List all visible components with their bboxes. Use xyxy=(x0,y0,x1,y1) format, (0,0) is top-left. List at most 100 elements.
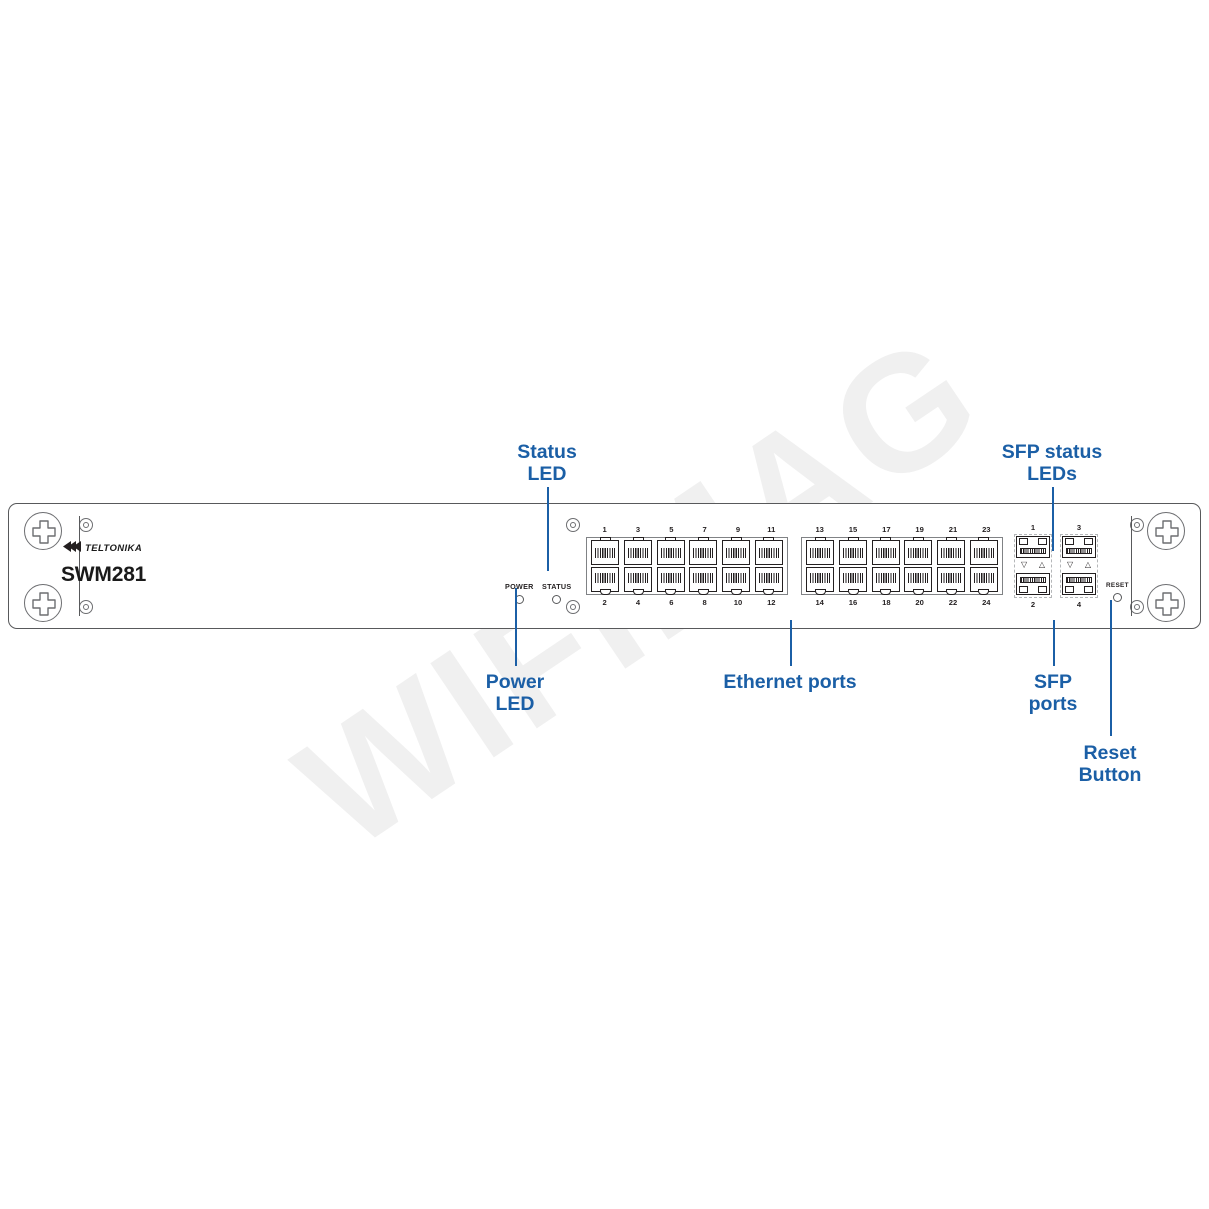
ethernet-port[interactable] xyxy=(689,537,718,565)
sfp-led-down-icon: ▽ xyxy=(1067,560,1074,569)
callout-sfp-ports: SFP ports xyxy=(1028,671,1078,716)
sfp-latch-icon xyxy=(1084,538,1093,545)
ethernet-port-number: 6 xyxy=(669,598,674,607)
ethernet-port-number: 20 xyxy=(915,598,924,607)
rack-screw-icon xyxy=(24,584,62,622)
sfp-latch-icon xyxy=(1065,586,1074,593)
ethernet-port-pair[interactable] xyxy=(837,537,870,595)
status-led-label: STATUS xyxy=(542,582,572,591)
leader-status-led xyxy=(547,487,550,571)
reset-label: RESET xyxy=(1106,582,1129,589)
ethernet-port-number: 15 xyxy=(848,525,858,534)
ethernet-port-pair[interactable] xyxy=(687,537,720,595)
ethernet-port-number: 4 xyxy=(635,598,641,607)
ethernet-port-block[interactable] xyxy=(586,537,788,595)
sfp-cage[interactable] xyxy=(1062,573,1096,595)
ethernet-port-number: 18 xyxy=(882,598,891,607)
leader-ethernet-ports xyxy=(790,620,793,666)
ethernet-port[interactable] xyxy=(656,567,685,595)
callout-ethernet-ports: Ethernet ports xyxy=(723,671,857,693)
reset-pinhole[interactable] xyxy=(1112,593,1122,602)
sfp-port-pair[interactable]: ▽ △ xyxy=(1014,534,1052,598)
ethernet-port-number: 8 xyxy=(702,598,707,607)
sfp-slot xyxy=(1066,548,1092,554)
sfp-slot xyxy=(1020,577,1046,583)
ethernet-port[interactable] xyxy=(722,567,751,595)
brand-block: TELTONIKA SWM281 xyxy=(61,539,261,587)
teltonika-logo-icon xyxy=(61,539,83,557)
panel-fastener-icon xyxy=(566,518,580,532)
sfp-latch-icon xyxy=(1038,586,1047,593)
sfp-port-block[interactable]: ▽ △ ▽ △ 1 xyxy=(1014,523,1102,609)
ethernet-port[interactable] xyxy=(839,537,867,565)
ethernet-port[interactable] xyxy=(904,567,933,595)
ethernet-port[interactable] xyxy=(722,537,751,565)
leader-power-led xyxy=(515,588,518,666)
sfp-led-down-icon: ▽ xyxy=(1021,560,1028,569)
sfp-slot xyxy=(1066,577,1092,583)
ethernet-port[interactable] xyxy=(754,537,783,565)
leader-sfp-ports xyxy=(1053,620,1056,666)
ethernet-port[interactable] xyxy=(839,567,867,595)
ethernet-port[interactable] xyxy=(806,567,835,595)
ethernet-port-number: 2 xyxy=(602,598,607,607)
ethernet-port[interactable] xyxy=(937,567,966,595)
leader-reset-button xyxy=(1110,600,1113,736)
ethernet-port[interactable] xyxy=(624,567,652,595)
sfp-port-number: 4 xyxy=(1076,600,1082,609)
reset-button[interactable]: RESET xyxy=(1106,582,1129,602)
ethernet-port-number: 21 xyxy=(948,525,958,534)
ethernet-port-number: 10 xyxy=(733,598,743,607)
panel-fastener-icon xyxy=(566,600,580,614)
ethernet-port[interactable] xyxy=(591,567,620,595)
ethernet-port-pair[interactable] xyxy=(589,537,622,595)
ethernet-port[interactable] xyxy=(871,567,900,595)
ethernet-port-block[interactable] xyxy=(801,537,1003,595)
ethernet-port-number: 3 xyxy=(635,525,641,534)
sfp-status-led-row: ▽ △ xyxy=(1061,558,1097,572)
ethernet-port-number: 5 xyxy=(669,525,674,534)
ethernet-port[interactable] xyxy=(969,567,998,595)
ethernet-port-number: 7 xyxy=(702,525,707,534)
ethernet-port-pair[interactable] xyxy=(752,537,785,595)
ethernet-port-pair[interactable] xyxy=(967,537,1000,595)
ethernet-port[interactable] xyxy=(969,537,998,565)
switch-front-panel: TELTONIKA SWM281 POWER STATUS ▽ △ xyxy=(8,503,1201,629)
sfp-cage[interactable] xyxy=(1016,536,1050,558)
ethernet-port[interactable] xyxy=(624,537,652,565)
ethernet-port-pair[interactable] xyxy=(804,537,837,595)
sfp-latch-icon xyxy=(1038,538,1047,545)
rack-screw-icon xyxy=(1147,584,1185,622)
ethernet-port-number: 12 xyxy=(767,598,776,607)
ethernet-port[interactable] xyxy=(806,537,835,565)
ethernet-port-pair[interactable] xyxy=(622,537,655,595)
ethernet-port-pair[interactable] xyxy=(654,537,687,595)
ethernet-port-pair[interactable] xyxy=(902,537,935,595)
sfp-latch-icon xyxy=(1065,538,1074,545)
sfp-latch-icon xyxy=(1019,538,1028,545)
callout-sfp-status-leds: SFP status LEDs xyxy=(1001,441,1103,486)
sfp-port-number: 1 xyxy=(1030,523,1036,532)
ethernet-port-number: 16 xyxy=(848,598,858,607)
ethernet-port[interactable] xyxy=(656,537,685,565)
panel-fastener-icon xyxy=(1130,518,1144,532)
sfp-latch-icon xyxy=(1084,586,1093,593)
sfp-port-pair[interactable]: ▽ △ xyxy=(1060,534,1098,598)
sfp-port-number: 3 xyxy=(1076,523,1082,532)
ethernet-port[interactable] xyxy=(754,567,783,595)
ethernet-port-number: 1 xyxy=(602,525,607,534)
sfp-cage[interactable] xyxy=(1016,573,1050,595)
sfp-cage[interactable] xyxy=(1062,536,1096,558)
ethernet-port[interactable] xyxy=(689,567,718,595)
ethernet-port[interactable] xyxy=(937,537,966,565)
ethernet-port[interactable] xyxy=(871,537,900,565)
ethernet-port-pair[interactable] xyxy=(720,537,753,595)
ethernet-port-pair[interactable] xyxy=(869,537,902,595)
model-name: SWM281 xyxy=(61,563,147,586)
ethernet-port-number: 24 xyxy=(982,598,991,607)
sfp-latch-icon xyxy=(1019,586,1028,593)
ethernet-port-pair[interactable] xyxy=(935,537,968,595)
leader-sfp-status-leds xyxy=(1052,487,1055,551)
ethernet-port[interactable] xyxy=(904,537,933,565)
ethernet-port[interactable] xyxy=(591,537,620,565)
